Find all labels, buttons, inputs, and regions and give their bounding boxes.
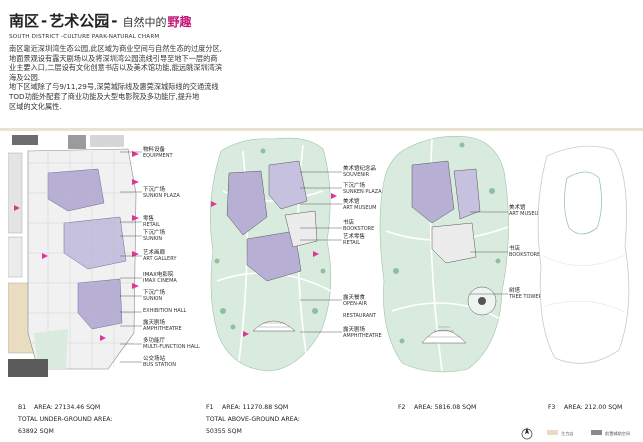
f2-leader-lines (470, 211, 508, 295)
description-line: 地面景观设有露天剧场以及将深圳湾公园流线引导至地下一层的商 (9, 53, 218, 63)
description-line: 业主要入口,二层设有文化创意书店以及美术馆功能,能远眺深圳湾滨 (9, 63, 223, 73)
legend-swatch-main-store (547, 430, 558, 435)
legend-swatch-auxiliary (591, 430, 602, 435)
f3-floor-plan (537, 145, 630, 364)
f1-total-label: TOTAL ABOVE-GROUND AREA: (206, 416, 300, 423)
description-line: TOD功能外配套了商业功能及大型电影院及多功能厅,提升地 (9, 91, 200, 101)
page-title: 南区 - 艺术公园 - 自然中的 野趣 (9, 10, 192, 31)
b1-floor-plan (8, 133, 140, 378)
f1-area: F1 AREA: 11270.88 SQM (206, 404, 288, 411)
title-main: 南区 (9, 12, 40, 30)
f1-total-value: 50355 SQM (206, 428, 242, 435)
title-accent: 野趣 (167, 15, 192, 29)
title-sub: 艺术公园 (49, 12, 110, 30)
f3-level: F3 (548, 404, 556, 411)
legend-label-auxiliary: 前置辅助空间 (605, 431, 631, 436)
label-restaurant: RESTAURANT (343, 313, 377, 319)
compass-icon (521, 427, 533, 440)
f2-level: F2 (398, 404, 406, 411)
f3-area-value: AREA: 212.00 SQM (564, 404, 623, 411)
title-separator-2: - (111, 12, 118, 30)
description-line: 地下区域除了与9/11,29号,深莞城际线及惠莞深城际线的交通流线 (9, 82, 219, 92)
description-line: 区域的文化属性. (9, 101, 62, 111)
f2-area: F2 AREA: 5816.08 SQM (398, 404, 476, 411)
b1-total-label: TOTAL UNDER-GROUND AREA: (18, 416, 113, 423)
title-tag: 自然中的 (122, 16, 167, 29)
b1-total-value: 63892 SQM (18, 428, 54, 435)
title-english: SOUTH DISTRICT -CULTURE PARK-NATURAL CHA… (9, 34, 160, 40)
description-block: 南区靠近深圳湾生态公园,此区域为商业空间与自然生态的过度分区, 地面景观设有露天… (9, 44, 277, 111)
b1-leader-lines (120, 151, 142, 363)
f2-floor-plan (379, 136, 509, 373)
f1-level: F1 (206, 404, 214, 411)
divider-band (0, 128, 643, 131)
f1-leader-lines (300, 171, 342, 333)
f2-area-value: AREA: 5816.08 SQM (414, 404, 477, 411)
label-exhibition-hall: EXHIBITION HALL (143, 308, 187, 314)
f1-floor-plan (210, 137, 337, 372)
f3-area: F3 AREA: 212.00 SQM (548, 404, 622, 411)
legend-label-main-store: 主力店 (561, 431, 574, 436)
description-line: 海及公园. (9, 72, 41, 82)
f1-area-value: AREA: 11270.88 SQM (222, 404, 289, 411)
b1-area: B1 AREA: 27134.46 SQM (18, 404, 100, 411)
b1-area-value: AREA: 27134.46 SQM (34, 404, 101, 411)
title-separator: - (41, 12, 48, 30)
description-line: 南区靠近深圳湾生态公园,此区域为商业空间与自然生态的过度分区, (9, 44, 223, 53)
b1-level: B1 (18, 404, 27, 411)
